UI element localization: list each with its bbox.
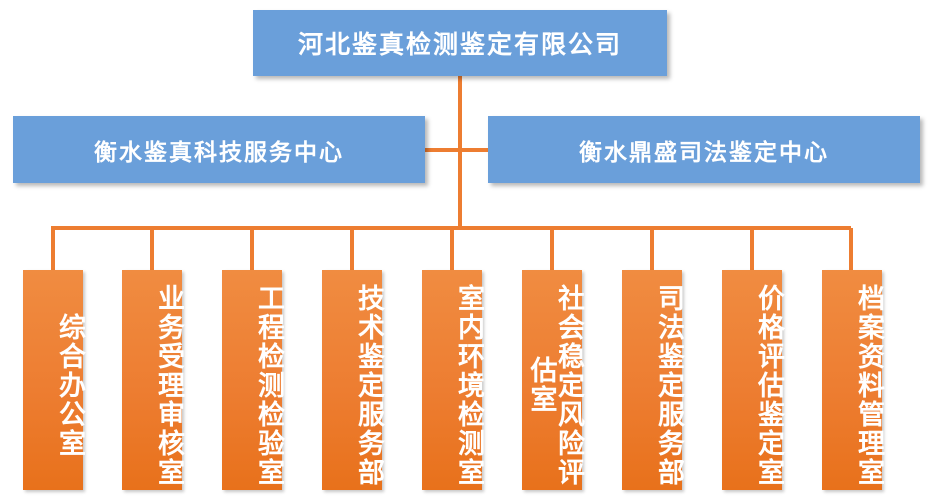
connector-drop-6 (650, 228, 654, 270)
connector-drop-7 (750, 228, 754, 270)
org-node-department-1[interactable]: 业务受理审核室 (122, 270, 184, 490)
connector-root-spine (458, 76, 462, 228)
connector-drop-3 (350, 228, 354, 270)
org-node-department-5[interactable]: 社会稳定风险评估室 (522, 270, 584, 490)
connector-drop-2 (250, 228, 254, 270)
org-node-department-2[interactable]: 工程检测检验室 (222, 270, 284, 490)
connector-drop-5 (550, 228, 554, 270)
connector-drop-4 (450, 228, 454, 270)
connector-level2-crossbar (425, 148, 488, 152)
org-node-center-left[interactable]: 衡水鉴真科技服务中心 (13, 116, 425, 183)
org-node-department-3[interactable]: 技术鉴定服务部 (322, 270, 384, 490)
org-node-department-7[interactable]: 价格评估鉴定室 (722, 270, 784, 490)
connector-drop-8 (849, 228, 853, 270)
org-node-department-4[interactable]: 室内环境检测室 (422, 270, 484, 490)
connector-drop-1 (150, 228, 154, 270)
org-node-company[interactable]: 河北鉴真检测鉴定有限公司 (253, 10, 667, 76)
org-node-department-8[interactable]: 档案资料管理室 (822, 270, 884, 490)
org-node-department-6[interactable]: 司法鉴定服务部 (622, 270, 684, 490)
connector-drop-0 (51, 228, 55, 270)
org-node-department-0[interactable]: 综合办公室 (23, 270, 85, 490)
org-node-center-right[interactable]: 衡水鼎盛司法鉴定中心 (488, 116, 920, 183)
